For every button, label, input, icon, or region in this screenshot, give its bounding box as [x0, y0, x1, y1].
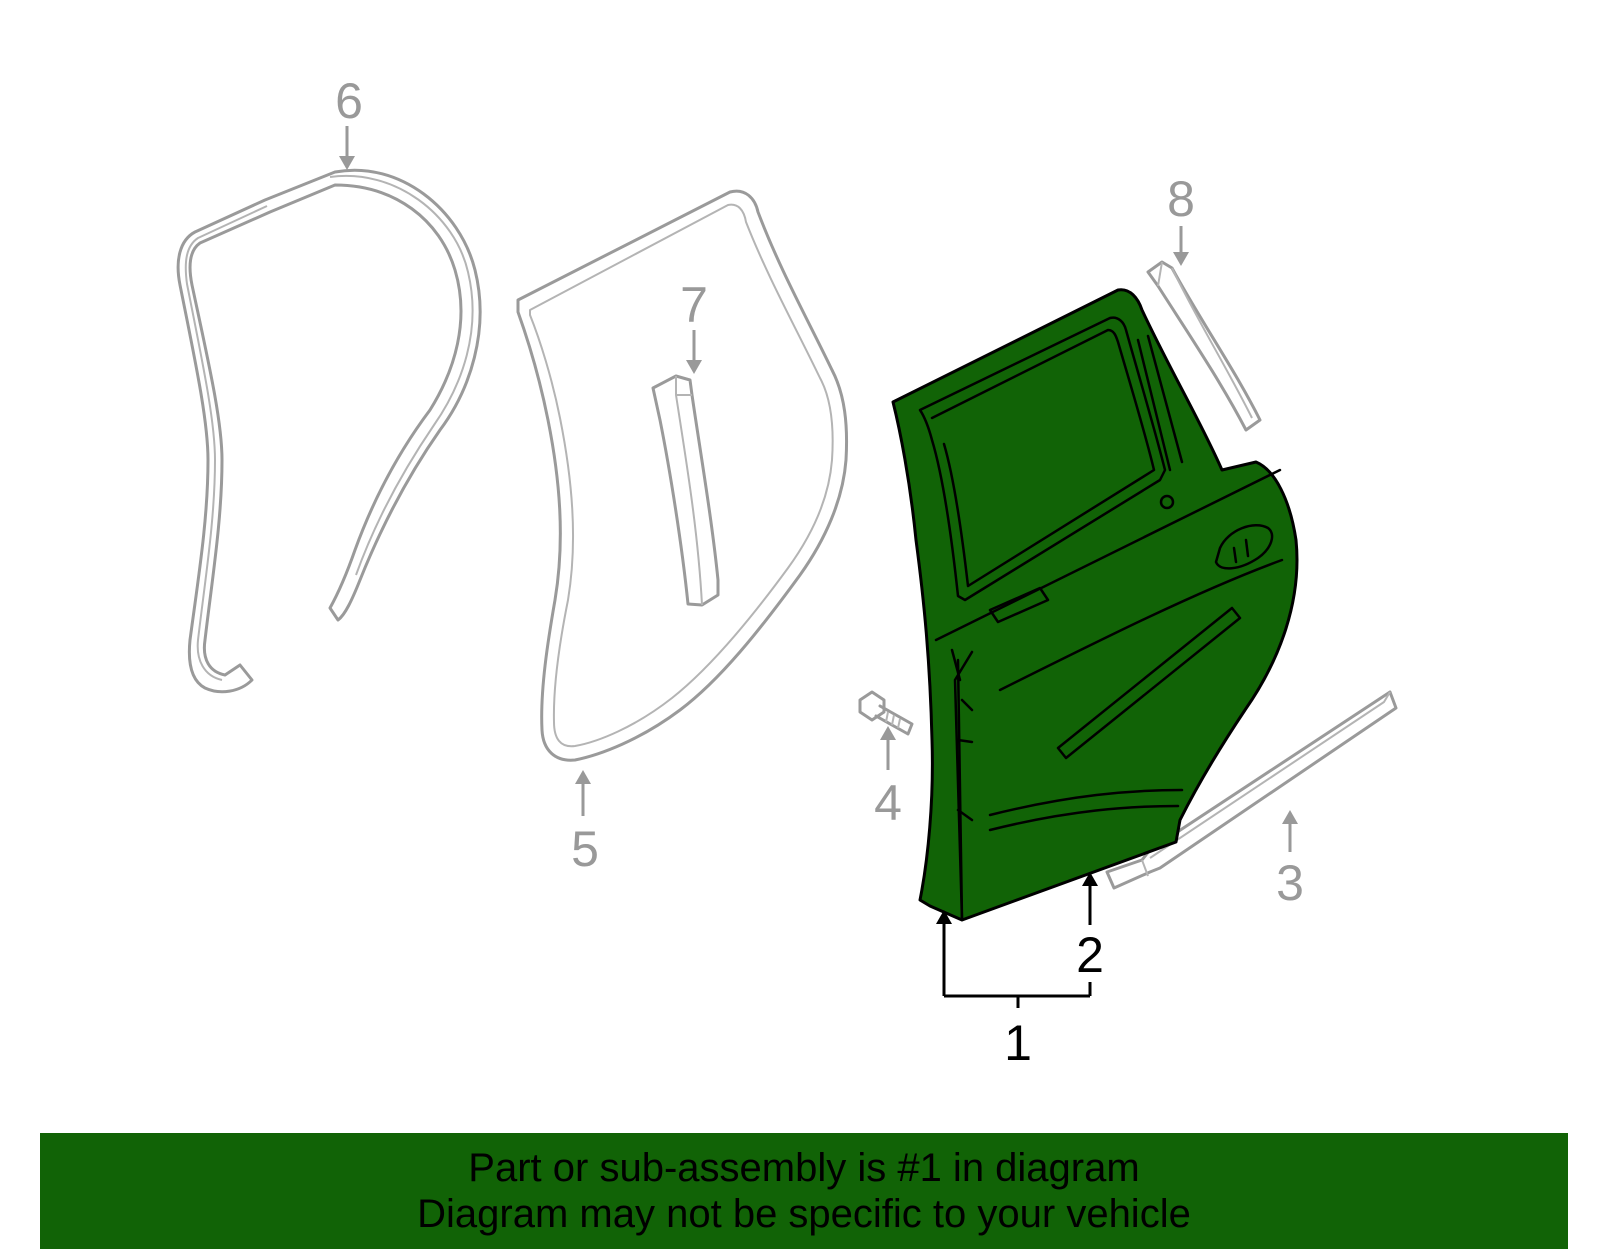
disclaimer-banner: Part or sub-assembly is #1 in diagram Di…	[40, 1133, 1568, 1249]
door-outer-panel-icon	[953, 650, 974, 922]
callout-1: 1	[1004, 1015, 1032, 1071]
pillar-trim-icon	[651, 374, 720, 607]
upper-trim-icon	[1146, 260, 1262, 432]
opening-weatherstrip-icon	[176, 168, 482, 694]
callout-3: 3	[1276, 855, 1304, 911]
callout-7: 7	[680, 277, 708, 333]
door-weatherstrip-icon	[516, 189, 849, 762]
callout-2: 2	[1076, 927, 1104, 983]
bolt-icon	[858, 690, 914, 736]
banner-line-2: Diagram may not be specific to your vehi…	[417, 1192, 1191, 1236]
callout-8: 8	[1167, 171, 1195, 227]
door-shell-body	[891, 288, 1299, 922]
leader-lines-black	[936, 872, 1098, 1008]
lower-molding-icon	[1105, 690, 1398, 890]
banner-line-1: Part or sub-assembly is #1 in diagram	[468, 1146, 1140, 1190]
leader-lines-gray	[339, 126, 1298, 852]
callout-6: 6	[335, 73, 363, 129]
rear-door-shell-icon	[891, 288, 1299, 922]
callout-5: 5	[571, 821, 599, 877]
callout-4: 4	[874, 775, 902, 831]
